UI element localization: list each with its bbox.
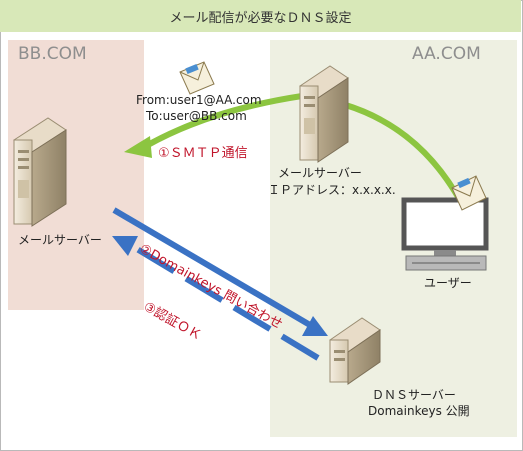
- user-computer-icon: [401, 197, 489, 271]
- blue-query-arrow: [112, 207, 328, 336]
- title-bar: [0, 0, 521, 32]
- aa-server-label: メールサーバー: [278, 166, 362, 180]
- envelope-icon: [179, 61, 215, 95]
- aa-domain-label: AA.COM: [412, 44, 481, 64]
- dns-server-sub-label: Domainkeys 公開: [368, 404, 470, 418]
- blue-response-arrow: [112, 236, 320, 361]
- user-label: ユーザー: [424, 276, 472, 290]
- diagram-title: メール配信が必要なＤＮＳ設定: [169, 11, 352, 26]
- dns-server-label: ＤＮＳサーバー: [372, 388, 456, 402]
- bb-server-label: メールサーバー: [18, 233, 102, 247]
- bb-domain-label: BB.COM: [18, 44, 87, 64]
- dns-server-icon: [329, 317, 381, 385]
- mail-to-text: To:user@BB.com: [146, 109, 247, 123]
- bb-mail-server-icon: [13, 117, 67, 227]
- aa-server-ip: ＩＰアドレス：x.x.x.x.: [268, 183, 396, 197]
- mail-from-text: From:user1@AA.com: [136, 93, 262, 107]
- user-envelope-icon: [451, 175, 487, 211]
- step1-smtp-label: ①ＳＭＴＰ通信: [158, 146, 248, 161]
- aa-mail-server-icon: [299, 65, 349, 163]
